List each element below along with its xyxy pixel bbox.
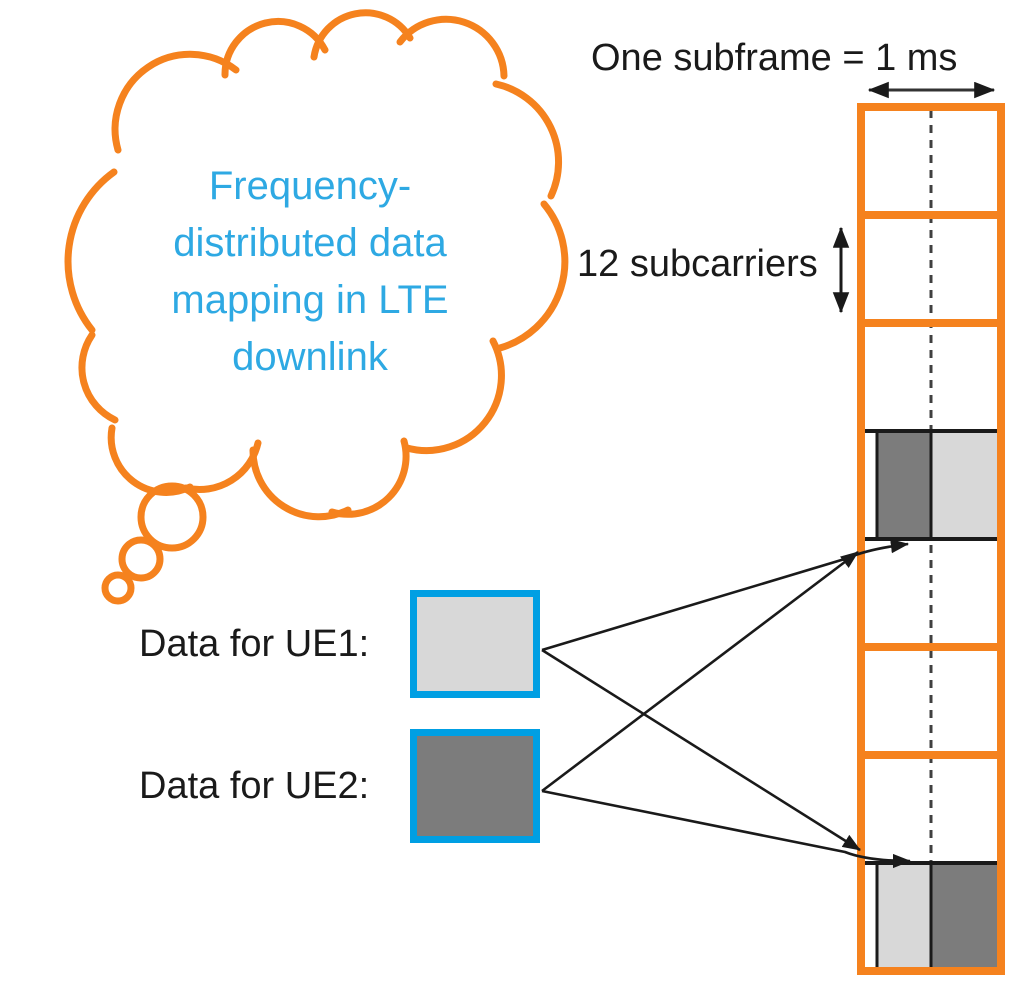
- cloud-arc: [492, 80, 563, 200]
- ue2-data-box: [410, 729, 540, 843]
- cloud-arc: [111, 50, 240, 154]
- thought-cloud-outline: [64, 9, 569, 521]
- subframe-column-frame: [857, 103, 1005, 975]
- cloud-caption-line: mapping in LTE: [171, 278, 449, 322]
- cloud-caption-line: Frequency-: [208, 164, 412, 208]
- cloud-arc: [249, 446, 352, 521]
- cloud-arc: [310, 9, 414, 61]
- rb-bottom-ue1-cell: [877, 863, 931, 967]
- resource-grid: [857, 103, 1005, 975]
- subframe-duration-label: One subframe = 1 ms: [591, 37, 958, 79]
- cloud-arc: [328, 437, 410, 518]
- rb-allocation-top: [861, 429, 1001, 541]
- cloud-arc: [182, 439, 262, 494]
- ue1-data-box: [410, 590, 540, 698]
- ue2-data-label: Data for UE2:: [139, 765, 370, 807]
- cloud-arc: [107, 424, 194, 496]
- thought-bubble-tail: [101, 482, 207, 605]
- ue1-data-label: Data for UE1:: [139, 623, 370, 665]
- subcarriers-label: 12 subcarriers: [577, 243, 818, 285]
- mapping-arrows: [541, 539, 912, 869]
- cloud-arc: [221, 18, 329, 79]
- cloud-arc: [496, 200, 569, 352]
- rb-allocation-bottom: [861, 861, 1001, 967]
- rb-top-ue1-cell: [931, 431, 1001, 539]
- cloud-arc: [403, 337, 505, 455]
- rb-bottom-ue2-cell: [931, 863, 1001, 967]
- cloud-arc: [396, 15, 508, 80]
- arrow-ue2-to-top-block: [541, 550, 859, 793]
- cloud-caption: Frequency- distributed data mapping in L…: [148, 158, 472, 386]
- tail-bubble-small: [101, 571, 135, 605]
- arrow-ue1-to-top-block: [541, 539, 910, 652]
- tail-bubble-medium: [118, 536, 164, 582]
- arrow-ue2-to-bottom-block: [541, 789, 912, 869]
- cloud-caption-line: distributed data: [173, 221, 447, 265]
- rb-top-ue2-cell: [877, 431, 931, 539]
- tail-bubble-large: [137, 482, 207, 552]
- cloud-arc: [78, 331, 119, 424]
- cloud-arc: [64, 168, 118, 334]
- arrow-ue1-to-bottom-block: [541, 648, 861, 852]
- cloud-caption-line: downlink: [232, 335, 388, 379]
